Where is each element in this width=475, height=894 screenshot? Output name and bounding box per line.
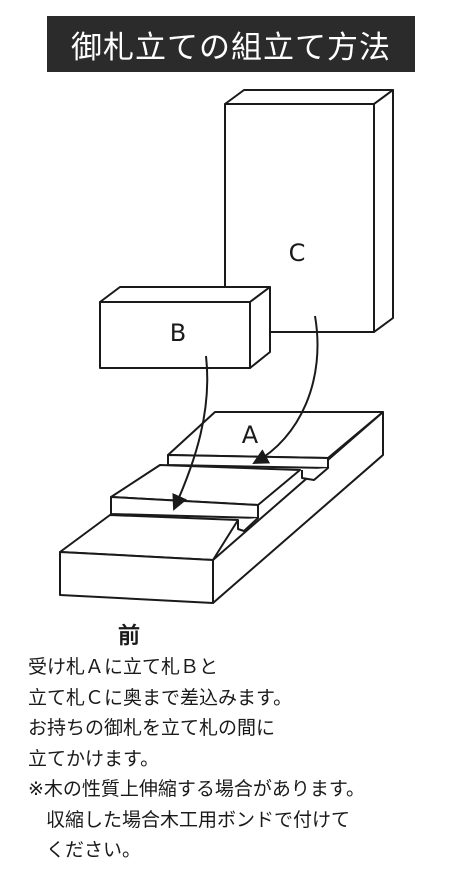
instruction-line-2: 立て札Ｃに奥まで差込みます。 bbox=[28, 686, 293, 709]
part-c-label: C bbox=[289, 239, 306, 267]
title-banner: 御札立ての組立て方法 bbox=[47, 16, 415, 72]
part-a-label: A bbox=[242, 421, 259, 449]
instruction-line-3: お持ちの御札を立て札の間に bbox=[28, 717, 276, 739]
instruction-line-4: 立てかけます。 bbox=[28, 747, 160, 770]
instruction-line-1: 受け札Ａに立て札Ｂと bbox=[28, 656, 219, 678]
instructions: 受け札Ａに立て札Ｂと 立て札Ｃに奥まで差込みます。 お持ちの御札を立て札の間に … bbox=[28, 652, 468, 866]
part-a-base bbox=[59, 411, 384, 604]
front-label: 前 bbox=[118, 624, 141, 649]
page-title: 御札立ての組立て方法 bbox=[71, 29, 391, 66]
part-b-label: B bbox=[170, 319, 186, 347]
arrow-c-to-back-slot bbox=[252, 315, 319, 464]
arrow-b-to-front-slot bbox=[172, 355, 209, 511]
note-line-2: 収縮した場合木工用ボンドで付けて bbox=[46, 808, 351, 831]
note-line-3: ください。 bbox=[46, 839, 142, 861]
note-line-1: ※木の性質上伸縮する場合があります。 bbox=[28, 778, 366, 800]
part-b-board bbox=[99, 286, 271, 369]
